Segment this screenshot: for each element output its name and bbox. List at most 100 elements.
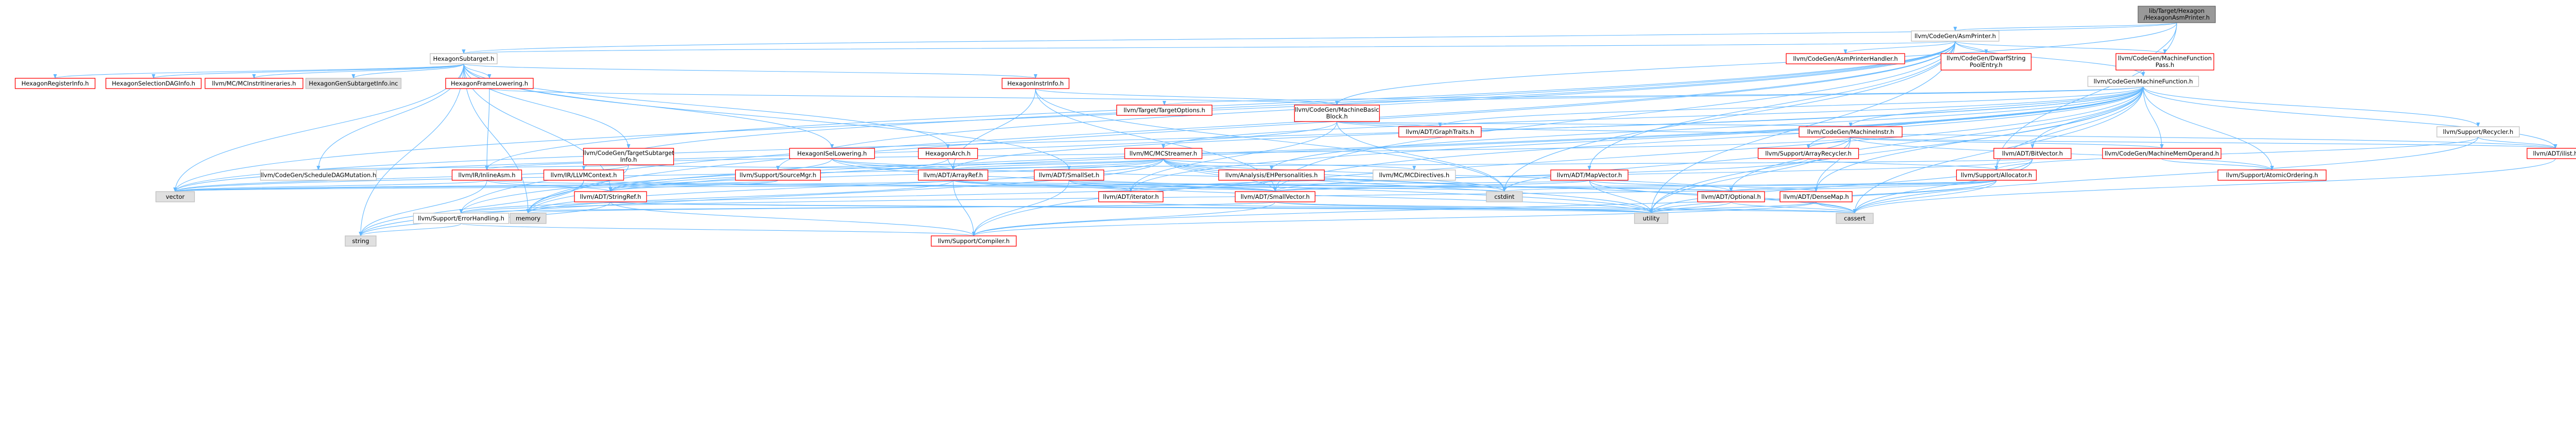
node-hexsubtarget[interactable]: HexagonSubtarget.h — [430, 53, 498, 64]
edge-arrayref-to-vector — [174, 180, 954, 192]
node-arrayref[interactable]: llvm/ADT/ArrayRef.h — [918, 169, 989, 181]
node-mapvector[interactable]: llvm/ADT/MapVector.h — [1550, 169, 1629, 181]
node-graphtraits[interactable]: llvm/ADT/GraphTraits.h — [1398, 126, 1482, 138]
edge-minstr-to-mmo — [1850, 136, 2164, 149]
edge-root-to-mbb — [1335, 22, 2177, 106]
edge-bitvector-to-cassert — [1853, 158, 2033, 214]
node-label: llvm/Support/Compiler.h — [938, 237, 1009, 245]
node-hexagonarch[interactable]: HexagonArch.h — [918, 148, 978, 159]
edge-supportrecycler-to-allocator — [1994, 136, 2479, 170]
node-box — [305, 78, 402, 89]
node-sourcemgr[interactable]: llvm/Support/SourceMgr.h — [735, 169, 821, 181]
node-box — [1634, 213, 1669, 224]
edge-mbb-to-iterator — [1129, 121, 1337, 192]
node-label: HexagonSelectionDAGInfo.h — [112, 80, 195, 87]
node-box — [1757, 148, 1859, 159]
node-label: llvm/Target/TargetOptions.h — [1124, 107, 1206, 114]
edge-tsubtargetinfo-to-arrayref — [628, 164, 955, 170]
node-label: Pass.h — [2156, 61, 2174, 68]
node-hexregisterinfo[interactable]: HexagonRegisterInfo.h — [14, 78, 96, 89]
edge-minstr-to-arrayrecycler — [1806, 136, 1851, 149]
node-label: HexagonRegisterInfo.h — [22, 80, 89, 87]
node-mcinstrinfo[interactable]: llvm/MC/MCInstrItineraries.h — [205, 78, 303, 89]
edge-hexsubtarget-to-mcinstrinfo — [252, 63, 464, 79]
edge-smallset-to-smallvector — [1069, 180, 1277, 192]
node-iterator[interactable]: llvm/ADT/iterator.h — [1098, 191, 1164, 202]
node-smallvector[interactable]: llvm/ADT/SmallVector.h — [1234, 191, 1316, 202]
edge-optional-to-utility — [1649, 201, 1732, 214]
node-label: llvm/IR/LLVMContext.h — [551, 171, 617, 179]
node-hexgensubtarget: HexagonGenSubtargetInfo.inc — [305, 78, 402, 89]
edge-mfunction-to-smallvector — [1273, 86, 2144, 192]
node-box — [1398, 126, 1482, 138]
node-ilist[interactable]: llvm/ADT/ilist.h — [2527, 148, 2576, 159]
node-minstr[interactable]: llvm/CodeGen/MachineInstr.h — [1799, 126, 1903, 138]
node-label: llvm/Support/AtomicOrdering.h — [2226, 171, 2318, 179]
node-box — [918, 148, 978, 159]
node-mcdirectives[interactable]: llvm/MC/MCDirectives.h — [1372, 169, 1456, 181]
node-label: llvm/MC/MCInstrItineraries.h — [212, 80, 296, 87]
edge-stringref-to-compiler — [610, 201, 976, 236]
node-box — [345, 235, 377, 247]
node-box — [205, 78, 303, 89]
node-hexframelowering[interactable]: HexagonFrameLowering.h — [445, 78, 534, 89]
node-asmprinter[interactable]: llvm/CodeGen/AsmPrinter.h — [1911, 30, 1999, 42]
node-supportrecycler[interactable]: llvm/Support/Recycler.h — [2436, 126, 2520, 138]
node-box — [14, 78, 96, 89]
node-allocator[interactable]: llvm/Support/Allocator.h — [1956, 169, 2037, 181]
node-mfunction[interactable]: llvm/CodeGen/MachineFunction.h — [2087, 76, 2199, 87]
node-inlineasm[interactable]: llvm/IR/InlineAsm.h — [451, 169, 522, 181]
edge-optional-to-cassert — [1731, 201, 1857, 214]
node-llvmcontext[interactable]: llvm/IR/LLVMContext.h — [543, 169, 624, 181]
edge-arrayref-to-compiler — [953, 180, 976, 236]
edge-allocator-to-optional — [1729, 180, 1997, 192]
node-stringref[interactable]: llvm/ADT/StringRef.h — [574, 191, 647, 202]
node-targetoptions[interactable]: llvm/Target/TargetOptions.h — [1116, 105, 1213, 116]
nodes-layer: lib/Target/Hexagon/HexagonAsmPrinter.hll… — [14, 6, 2576, 247]
node-mcstreamer[interactable]: llvm/MC/MCStreamer.h — [1124, 148, 1202, 159]
edge-mfunction-to-graphtraits — [1438, 86, 2144, 127]
node-optional[interactable]: llvm/ADT/Optional.h — [1697, 191, 1765, 202]
edge-allocator-to-errorhandling — [460, 180, 1997, 214]
node-densemap[interactable]: llvm/ADT/DenseMap.h — [1780, 191, 1853, 202]
edge-densemap-to-compiler — [972, 201, 1817, 236]
edge-hexsubtarget-to-hexselectiondag — [151, 63, 464, 79]
node-asmprinterhandler[interactable]: llvm/CodeGen/AsmPrinterHandler.h — [1786, 53, 1905, 64]
node-hexinstrinfo[interactable]: HexagonInstrInfo.h — [1002, 78, 1070, 89]
node-box — [1940, 53, 2032, 71]
node-box — [413, 213, 510, 224]
node-hexisellowering[interactable]: HexagonISelLowering.h — [789, 148, 875, 159]
node-box — [2087, 76, 2199, 87]
node-compiler[interactable]: llvm/Support/Compiler.h — [930, 235, 1017, 247]
edge-mcstreamer-to-cstdint — [1163, 158, 1506, 192]
node-atomicordering[interactable]: llvm/Support/AtomicOrdering.h — [2217, 169, 2327, 181]
edge-ehpersonalities-to-errorhandling — [459, 180, 1272, 214]
node-errorhandling[interactable]: llvm/Support/ErrorHandling.h — [413, 213, 510, 224]
node-box — [930, 235, 1017, 247]
node-label: cstdint — [1494, 193, 1515, 200]
node-schedule[interactable]: llvm/CodeGen/ScheduleDAGMutation.h — [260, 169, 377, 181]
edge-mbb-to-minstr — [1336, 121, 1852, 127]
node-label: vector — [166, 193, 185, 200]
node-bitvector[interactable]: llvm/ADT/BitVector.h — [1993, 148, 2072, 159]
edge-sourcemgr-to-stringref — [608, 180, 778, 192]
node-smallset[interactable]: llvm/ADT/SmallSet.h — [1033, 169, 1105, 181]
node-ehpersonalities[interactable]: llvm/Analysis/EHPersonalities.h — [1218, 169, 1325, 181]
node-hexselectiondag[interactable]: HexagonSelectionDAGInfo.h — [105, 78, 202, 89]
node-arrayrecycler[interactable]: llvm/Support/ArrayRecycler.h — [1757, 148, 1859, 159]
edge-hexframelowering-to-inlineasm — [485, 88, 490, 170]
node-label: llvm/CodeGen/MachineInstr.h — [1807, 128, 1894, 135]
edge-errorhandling-to-string — [359, 223, 462, 236]
node-box — [1372, 169, 1456, 181]
edge-allocator-to-cstdint — [1503, 180, 1997, 192]
edge-sourcemgr-to-vector — [174, 180, 778, 192]
node-box — [1697, 191, 1765, 202]
node-mmo[interactable]: llvm/CodeGen/MachineMemOperand.h — [2102, 148, 2222, 159]
node-box — [1993, 148, 2072, 159]
node-utility: utility — [1634, 213, 1669, 224]
